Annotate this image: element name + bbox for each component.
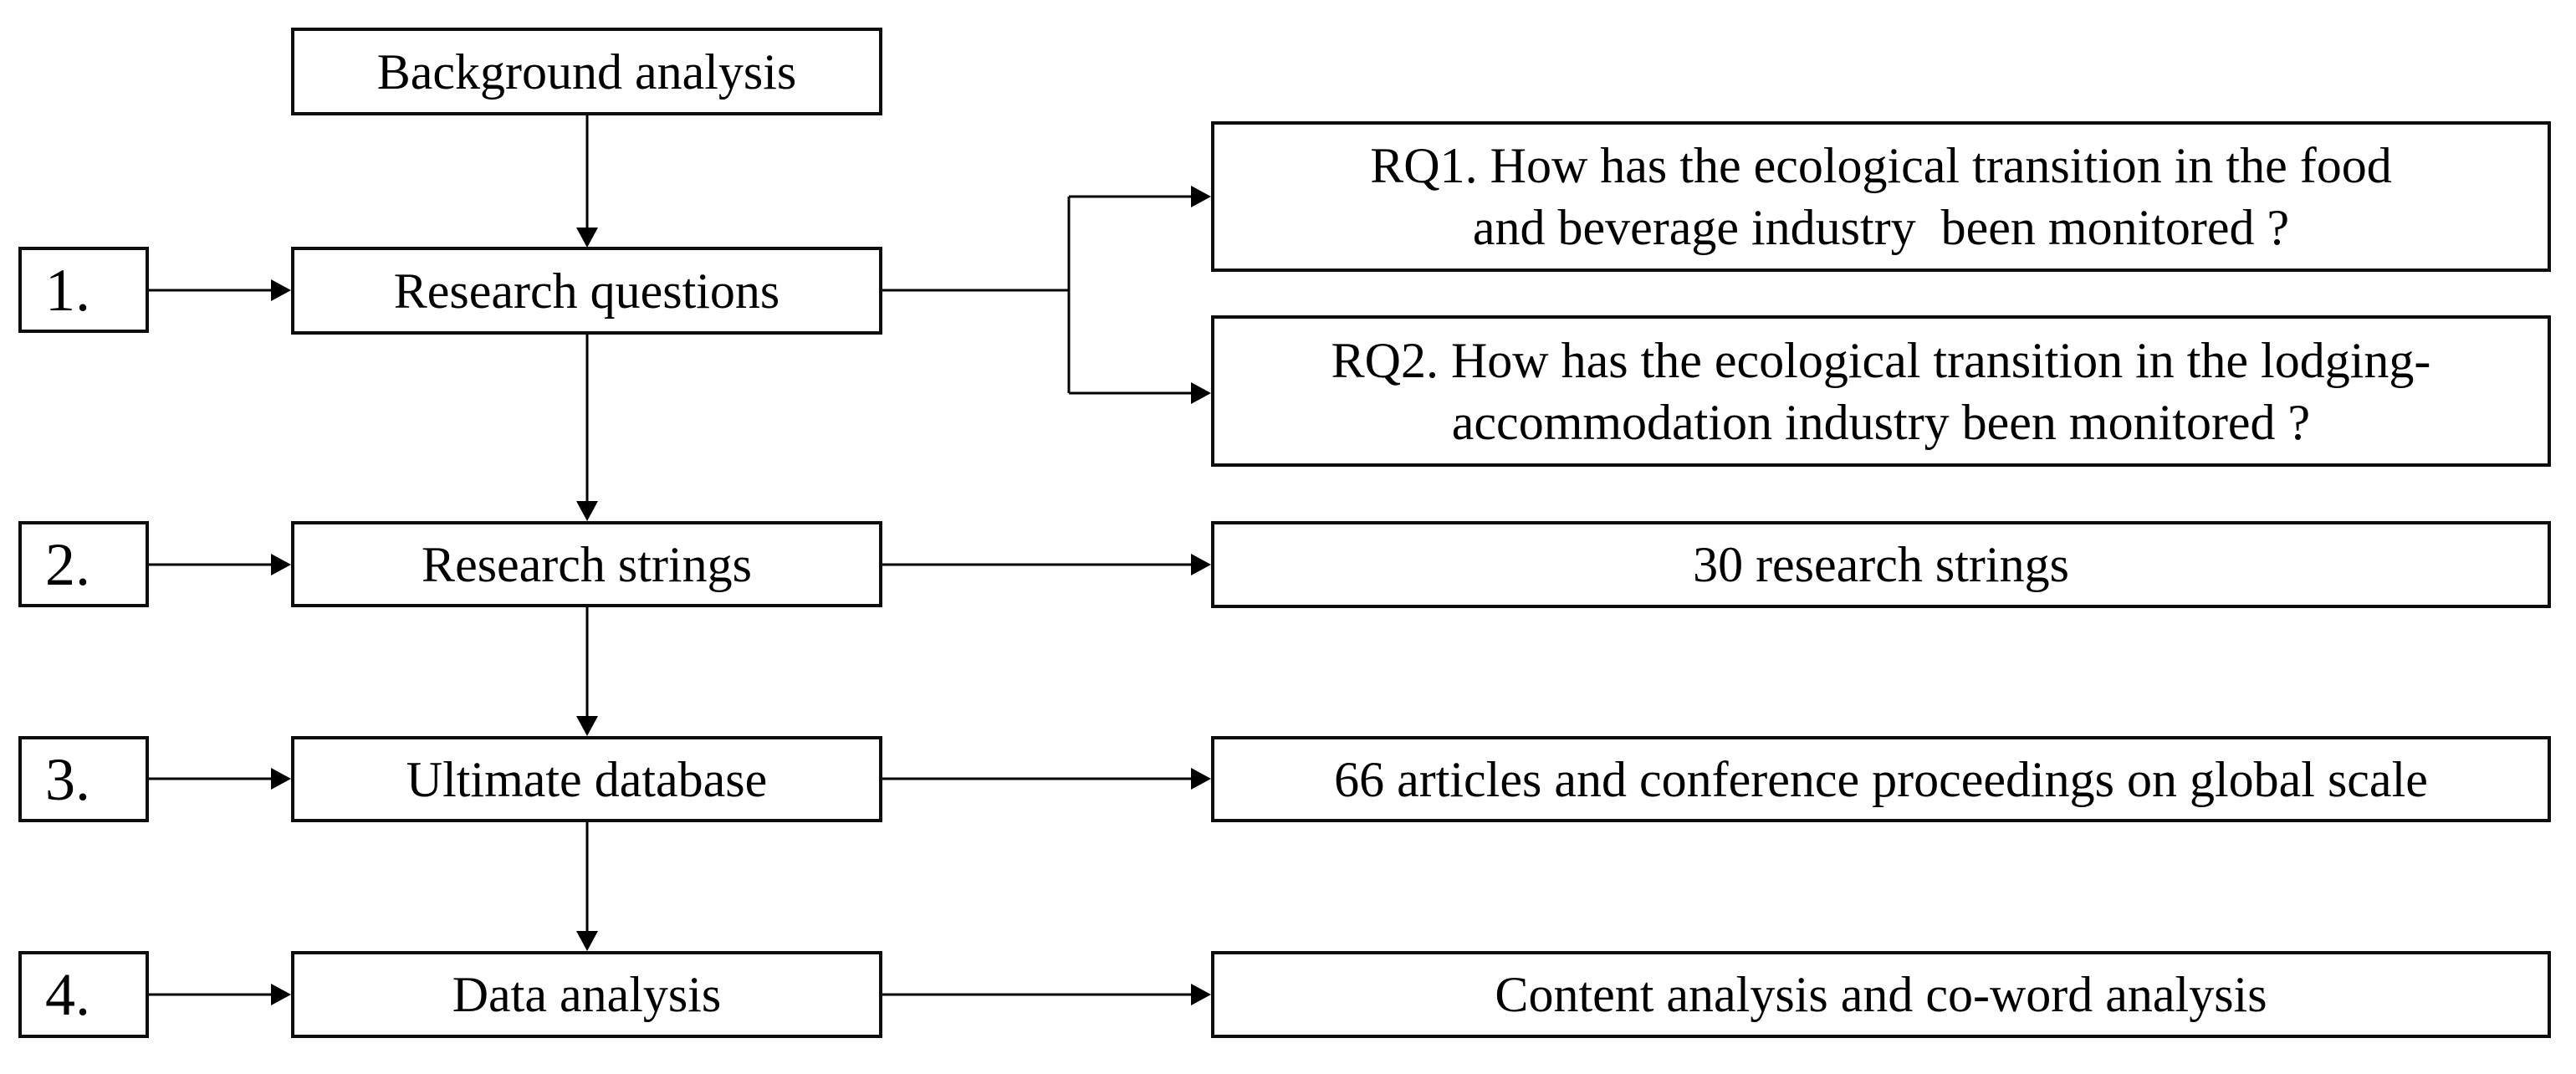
rq2-line-2: accommodation industry been monitored ? — [1451, 394, 2311, 450]
data-analysis-output-label: Content analysis and co-word analysis — [1495, 967, 2267, 1022]
research-strings-label: Research strings — [422, 536, 752, 592]
step-number-1: 1. — [45, 256, 90, 324]
data-analysis-output-box: Content analysis and co-word analysis — [1211, 951, 2551, 1038]
rq1-line-1: RQ1. How has the ecological transition i… — [1370, 138, 2392, 193]
data-analysis-box: Data analysis — [291, 951, 882, 1038]
step-number-box-3: 3. — [18, 736, 149, 822]
rq2-box: RQ2. How has the ecological transition i… — [1211, 315, 2551, 467]
arrow-step2-number — [149, 554, 291, 575]
step-number-2: 2. — [45, 530, 90, 598]
rq1-line-2: and beverage industry been monitored ? — [1472, 200, 2290, 255]
step-number-box-2: 2. — [18, 521, 149, 607]
arrow-ultimate-database-to-data-analysis — [576, 822, 598, 951]
arrow-research-strings-to-ultimate-database — [576, 607, 598, 736]
research-strings-output-label: 30 research strings — [1693, 537, 2069, 592]
background-analysis-box: Background analysis — [291, 28, 882, 115]
data-analysis-label: Data analysis — [452, 967, 722, 1022]
step-number-4: 4. — [45, 961, 90, 1028]
arrow-data-analysis-output — [882, 984, 1211, 1005]
arrow-research-questions-to-research-strings — [576, 335, 598, 521]
arrow-background-to-research-questions — [576, 115, 598, 248]
research-strings-output-box: 30 research strings — [1211, 521, 2551, 608]
arrow-step4-number — [149, 984, 291, 1005]
rq1-box: RQ1. How has the ecological transition i… — [1211, 121, 2551, 272]
arrow-ultimate-database-output — [882, 768, 1211, 790]
rq2-line-1: RQ2. How has the ecological transition i… — [1331, 332, 2431, 388]
ultimate-database-label: Ultimate database — [406, 751, 768, 807]
background-analysis-label: Background analysis — [376, 43, 797, 100]
step-number-box-1: 1. — [18, 247, 149, 333]
ultimate-database-output-box: 66 articles and conference proceedings o… — [1211, 736, 2551, 822]
step-number-3: 3. — [45, 745, 90, 813]
arrow-step3-number — [149, 768, 291, 790]
arrow-step1-number — [149, 279, 291, 301]
ultimate-database-output-label: 66 articles and conference proceedings o… — [1334, 751, 2428, 807]
arrow-research-strings-output — [882, 554, 1211, 575]
step-number-box-4: 4. — [18, 951, 149, 1038]
branch-research-questions — [882, 186, 1211, 404]
ultimate-database-box: Ultimate database — [291, 736, 882, 822]
research-questions-box: Research questions — [291, 247, 882, 335]
research-questions-label: Research questions — [393, 263, 780, 319]
research-strings-box: Research strings — [291, 521, 882, 607]
